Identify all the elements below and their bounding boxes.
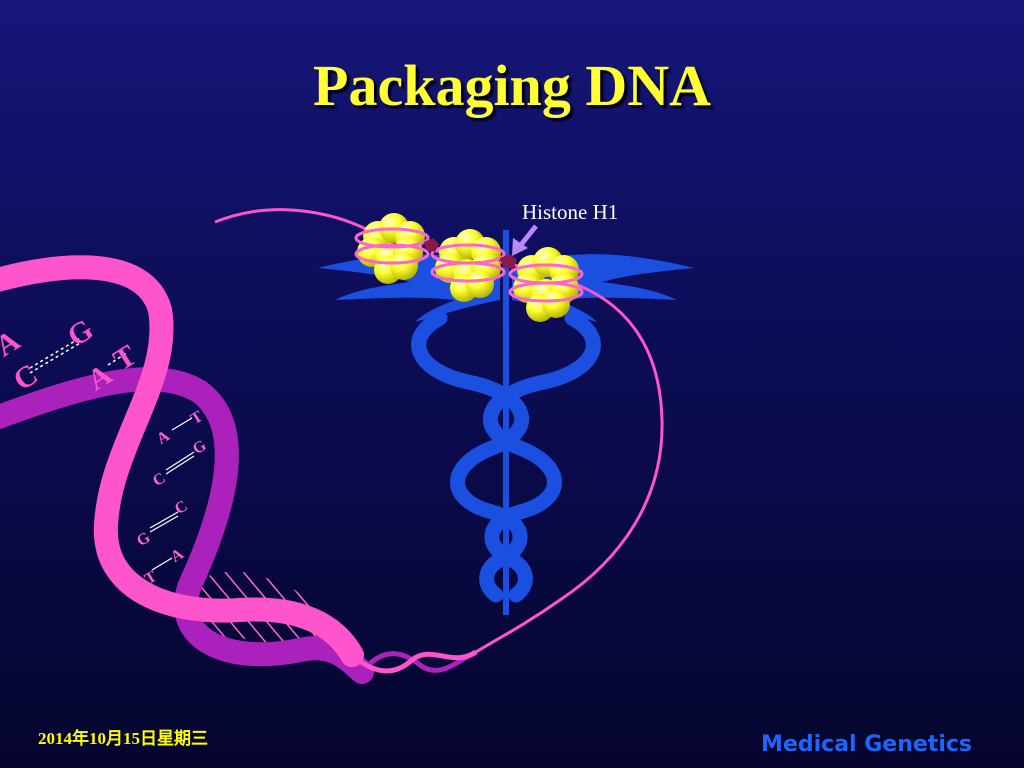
base-letter: G	[190, 437, 210, 458]
base-letter: C	[172, 497, 191, 518]
base-letter: G	[62, 313, 99, 353]
histone-h1-arrow	[512, 224, 538, 256]
base-letter: A	[168, 545, 187, 566]
histone-h1-label: Histone H1	[522, 200, 618, 224]
caduceus-snake-right	[483, 310, 601, 603]
nucleosome	[430, 229, 506, 302]
histone-h1-marker	[424, 238, 439, 252]
helix-pink-thin-tail	[350, 649, 478, 674]
dna-double-helix: A C G A T A T C G G C T A	[0, 255, 478, 684]
base-letter: A	[154, 427, 173, 448]
base-letter: C	[150, 469, 169, 490]
helix-purple-thin-tail	[360, 649, 478, 674]
helix-strand-pink	[0, 255, 364, 667]
base-letter: A	[0, 324, 26, 364]
helix-strand-purple	[0, 367, 374, 684]
footer-date: 2014年10月15日星期三	[38, 729, 208, 748]
caduceus-emblem	[318, 230, 694, 615]
nucleosome	[508, 247, 584, 322]
footer-brand: Medical Genetics	[761, 732, 972, 757]
slide-title: Packaging DNA	[313, 53, 711, 118]
histone-h1-marker	[500, 254, 517, 269]
nucleosome	[354, 213, 430, 284]
